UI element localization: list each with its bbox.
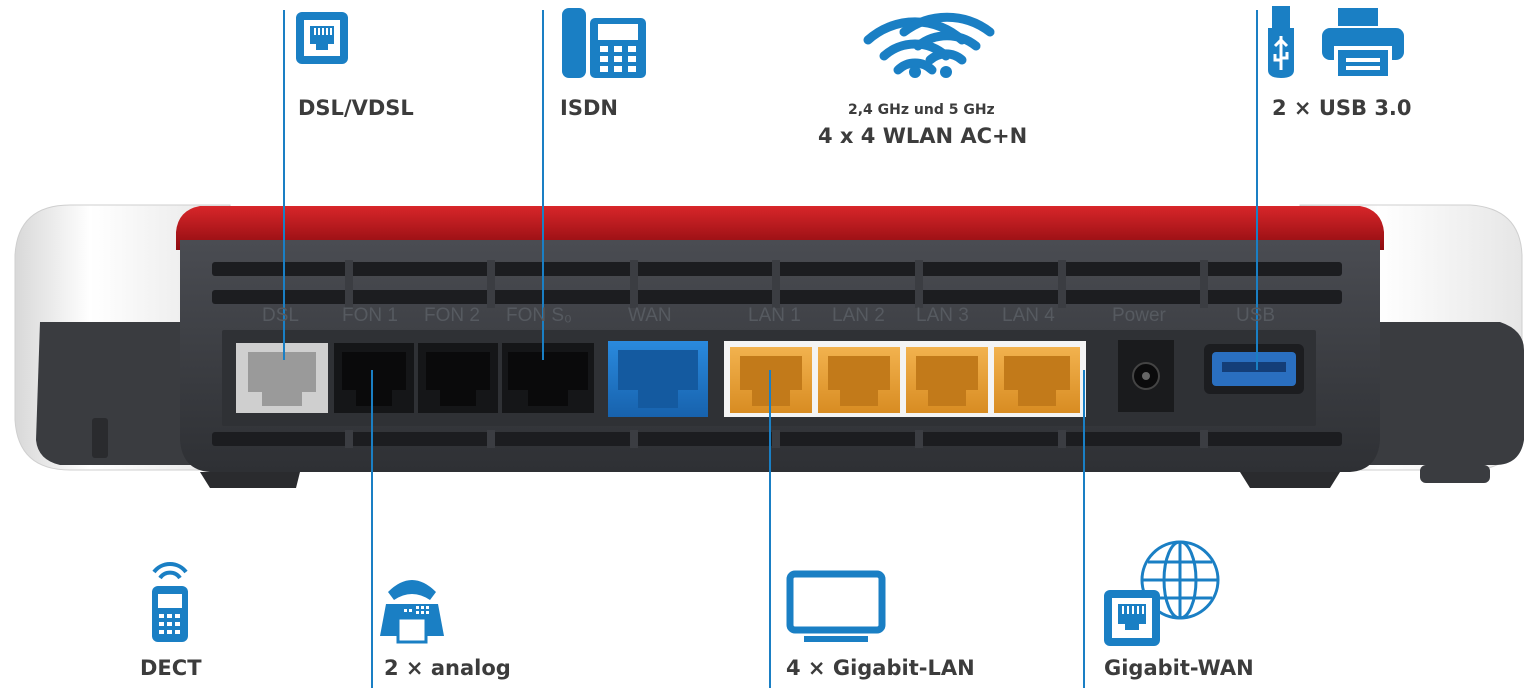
lan1-port: [730, 347, 812, 413]
wifi-icon: [863, 12, 995, 75]
port-label-lan2: LAN 2: [832, 305, 885, 326]
wifi-dot-left: [909, 66, 921, 78]
dsl-port: [236, 343, 328, 413]
right-end-foot: [1420, 465, 1490, 483]
port-label-usb: USB: [1236, 305, 1276, 326]
dect-handset-icon: [152, 562, 188, 642]
label-isdn: ISDN: [560, 96, 618, 120]
ethernet-port-icon: [296, 12, 348, 64]
port-label-dsl: DSL: [262, 305, 299, 326]
lan2-port: [818, 347, 900, 413]
right-foot: [1240, 472, 1340, 488]
fon1-port: [334, 343, 414, 413]
port-label-wan: WAN: [628, 305, 672, 326]
label-dsl-vdsl: DSL/VDSL: [298, 96, 414, 120]
port-label-power: Power: [1112, 305, 1166, 326]
label-wlan-title: 4 x 4 WLAN AC+N: [818, 124, 1028, 148]
label-usb: 2 × USB 3.0: [1272, 96, 1412, 120]
wan-port: [608, 341, 708, 417]
fax-phone-icon: [380, 580, 444, 644]
port-label-fon1: FON 1: [342, 305, 398, 326]
desk-phone-icon: [562, 8, 646, 78]
wan-leader-line: [1083, 370, 1085, 688]
dsl-leader-line: [283, 10, 285, 360]
lan-leader-line: [769, 370, 771, 688]
power-jack: [1118, 340, 1174, 412]
label-dect: DECT: [140, 656, 202, 680]
port-label-fon-s0: FON S₀: [506, 305, 572, 326]
isdn-leader-line: [542, 10, 544, 360]
fon-s0-port: [502, 343, 594, 413]
port-label-lan3: LAN 3: [916, 305, 969, 326]
left-clip: [92, 418, 108, 458]
right-flange: [1340, 322, 1524, 465]
monitor-icon: [786, 570, 886, 642]
label-wlan-band: 2,4 GHz und 5 GHz: [848, 102, 995, 118]
globe-icon: [1140, 540, 1220, 620]
wifi-dot-right: [940, 66, 952, 78]
label-gigabit-wan: Gigabit-WAN: [1104, 656, 1254, 680]
left-flange: [36, 322, 200, 465]
usb-port: [1204, 344, 1304, 394]
vent-dividers: [345, 260, 1208, 448]
lan3-port: [906, 347, 988, 413]
fon2-port: [418, 343, 498, 413]
port-label-lan1: LAN 1: [748, 305, 801, 326]
label-analog: 2 × analog: [384, 656, 511, 680]
lan4-port: [994, 347, 1080, 413]
wan-port-icon: [1104, 590, 1160, 646]
red-top: [176, 206, 1384, 250]
usb-leader-line: [1256, 10, 1258, 370]
port-label-fon2: FON 2: [424, 305, 480, 326]
label-gigabit-lan: 4 × Gigabit-LAN: [786, 656, 975, 680]
left-foot: [200, 472, 300, 488]
analog-leader-line: [371, 370, 373, 688]
printer-icon: [1322, 8, 1404, 80]
usb-stick-icon: [1268, 6, 1294, 78]
port-label-lan4: LAN 4: [1002, 305, 1055, 326]
